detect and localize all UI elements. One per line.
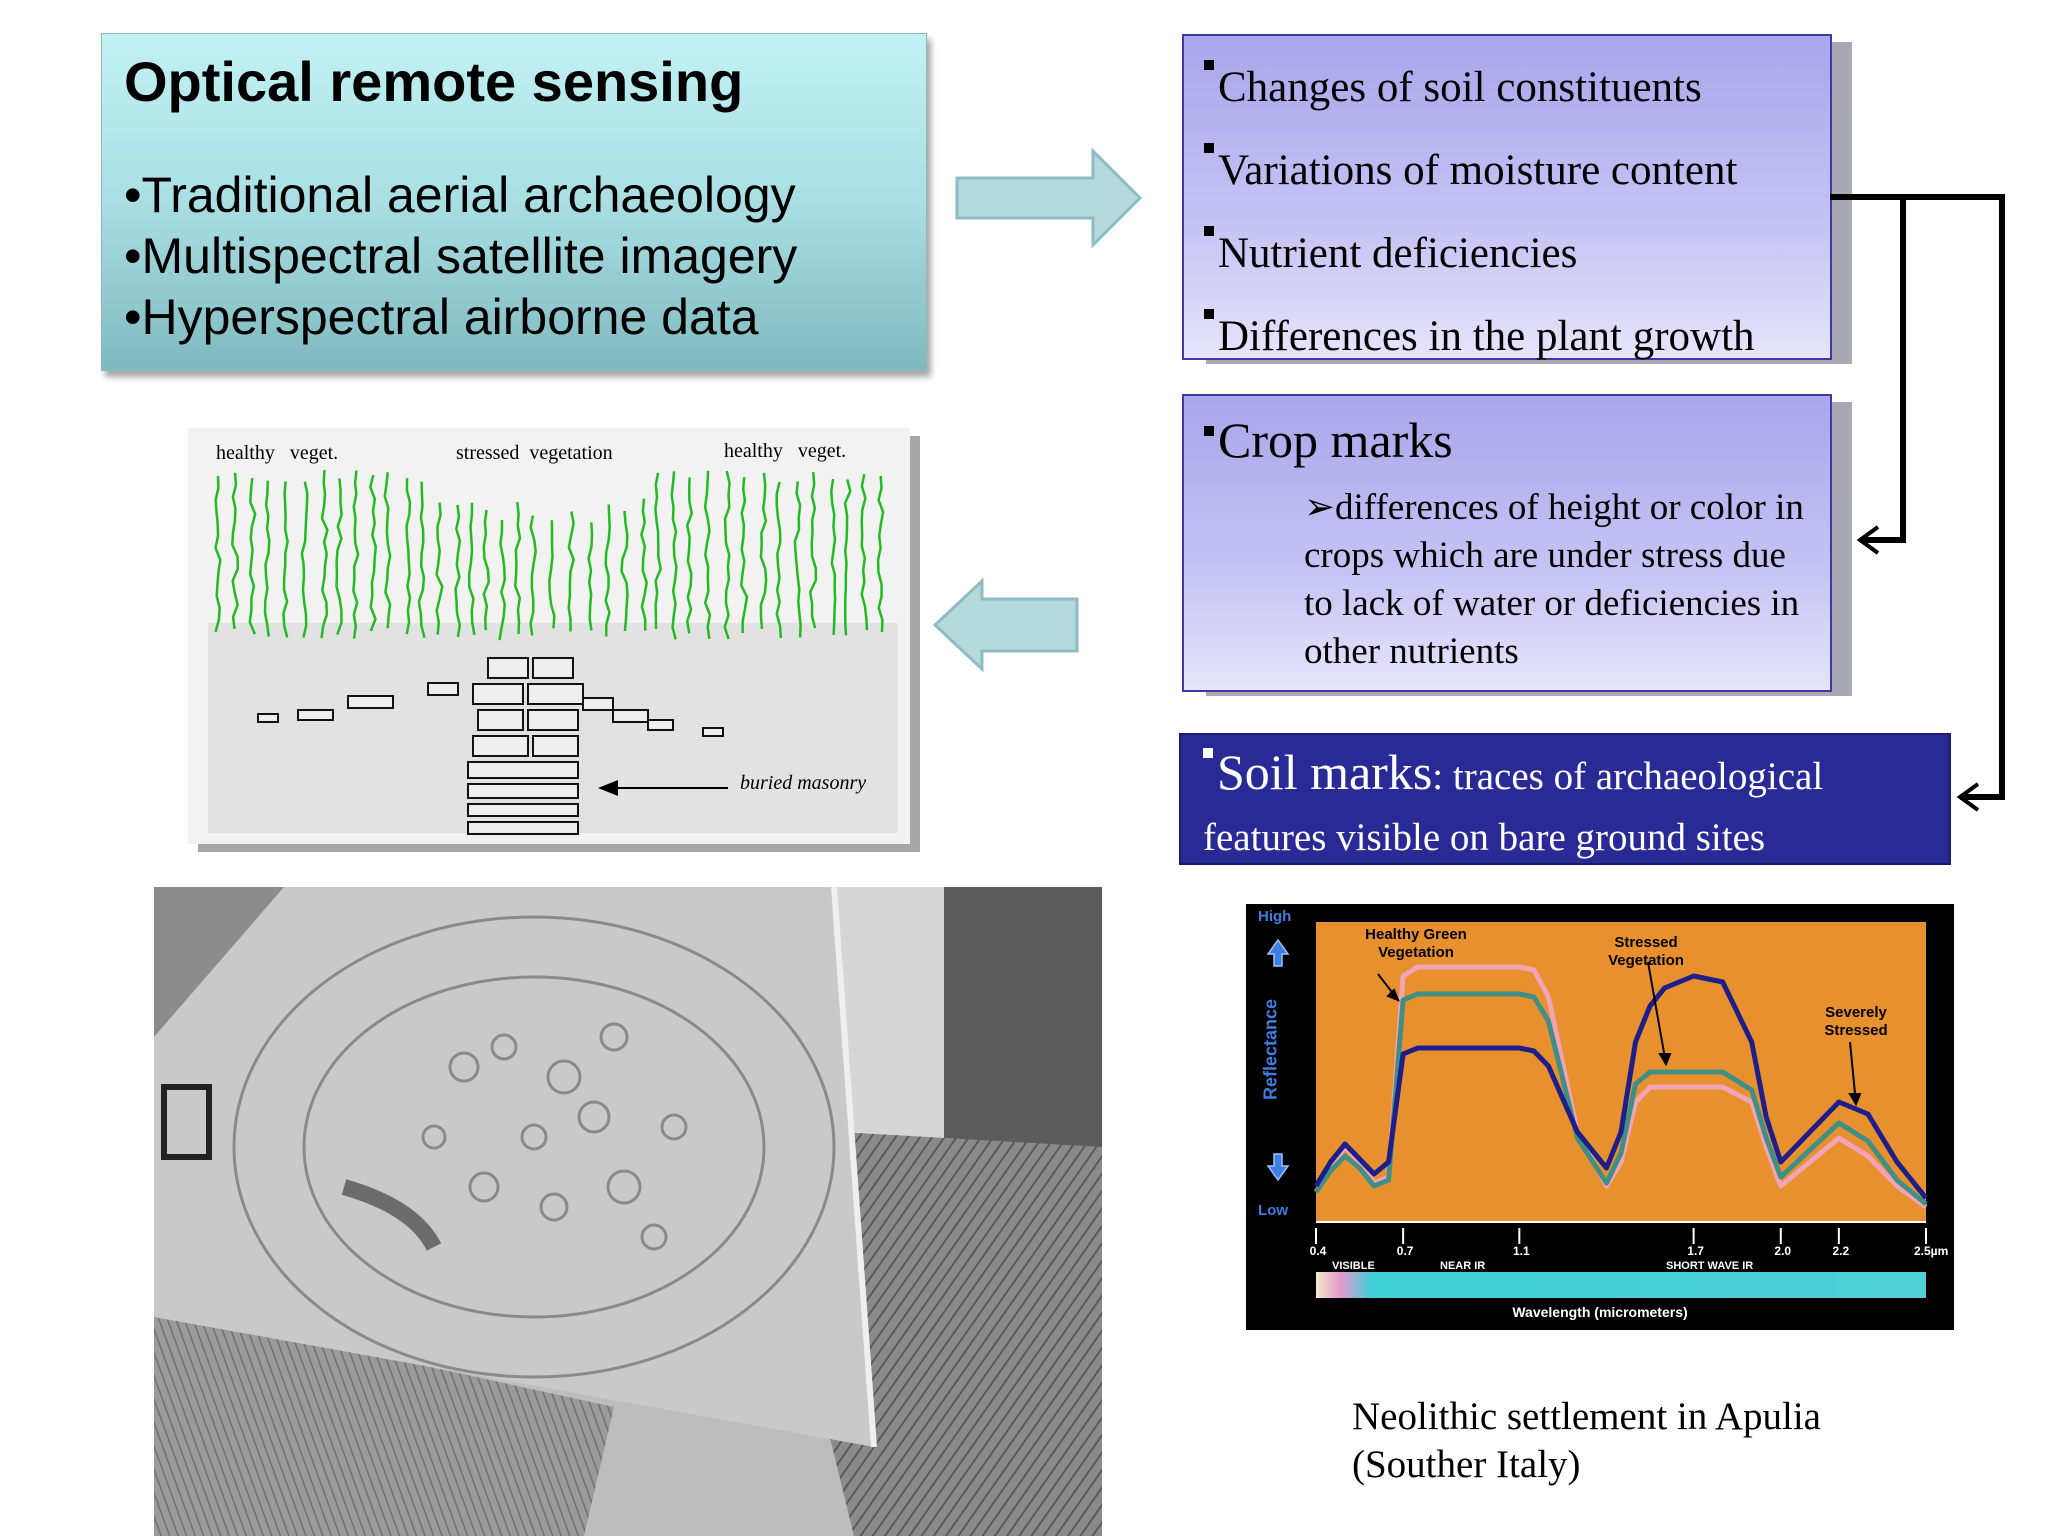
plant-stalk — [876, 475, 885, 633]
annotation-healthy: Healthy Green Vegetation — [1365, 926, 1467, 961]
label-healthy-left: healthy veget. — [216, 442, 339, 464]
label-buried-masonry: buried masonry — [740, 772, 867, 794]
plant-stalk — [263, 480, 271, 637]
chart-tick-label: 2.2 — [1832, 1244, 1850, 1258]
chart-tick-label: 1.1 — [1512, 1244, 1530, 1258]
arrow-down-icon — [1266, 1153, 1290, 1182]
series-stressed-line — [1313, 991, 1928, 1206]
region-near-ir: NEAR IR — [1440, 1260, 1486, 1272]
plant-stalk — [300, 481, 309, 638]
label-stressed: stressed vegetation — [456, 442, 613, 464]
arrow-bullet-icon: ➢ — [1304, 487, 1336, 528]
chart-tick-label: 0.7 — [1396, 1244, 1414, 1258]
soil-marks-title: Soil marks — [1217, 744, 1433, 800]
plant-stalk — [482, 509, 490, 631]
chart-ylabel: Reflectance — [1260, 998, 1281, 1101]
plant-stalk — [467, 502, 476, 636]
plant-stalk — [620, 510, 629, 632]
slide-title: Optical remote sensing — [124, 50, 744, 113]
chart-tick-label: 2.0 — [1774, 1244, 1792, 1258]
left-arrow-icon — [932, 578, 1079, 672]
plant-stalk — [830, 478, 837, 636]
plant-stalk — [775, 481, 783, 639]
plant-stalk — [454, 504, 462, 638]
chart-tick-label: 1.7 — [1687, 1244, 1704, 1258]
factor-item: Nutrient deficiencies — [1204, 212, 1810, 295]
method-item: •Hyperspectral airborne data — [124, 289, 759, 346]
plant-stalk — [640, 498, 648, 631]
plant-stalk — [703, 470, 712, 639]
plant-stalk — [529, 515, 537, 636]
plant-stalk — [587, 522, 594, 631]
label-healthy-right: healthy veget. — [724, 440, 847, 462]
plant-stalk — [685, 477, 694, 634]
plant-stalk — [670, 471, 678, 640]
plant-stalk — [231, 472, 240, 629]
plant-stalk — [352, 470, 360, 639]
plant-stalk — [214, 475, 222, 633]
plant-stalk — [248, 477, 257, 635]
factor-item: Changes of soil constituents — [1204, 46, 1810, 129]
photo-caption: Neolithic settlement in Apulia (Souther … — [1352, 1393, 1912, 1489]
annotation-severe: Severely Stressed — [1824, 1004, 1888, 1039]
factor-item: Differences in the plant growth — [1204, 295, 1810, 378]
aerial-photo — [154, 887, 1102, 1536]
crop-mark-diagram: healthy veget. stressed vegetation healt… — [188, 428, 910, 844]
plant-stalk — [654, 472, 663, 629]
plant-stalk — [759, 472, 768, 630]
plant-stalk — [513, 501, 522, 635]
soil-marks-text: features visible on bare ground sites — [1203, 816, 1766, 859]
plant-stalk — [435, 502, 444, 635]
region-visible: VISIBLE — [1332, 1260, 1375, 1272]
plant-stalk — [405, 478, 412, 635]
plant-stalk — [843, 479, 852, 636]
plant-stalk — [335, 478, 343, 635]
plant-stalk — [604, 504, 611, 637]
plant-stalk — [498, 519, 506, 641]
series-severe-line — [1313, 973, 1928, 1200]
plant-stalk — [320, 470, 329, 639]
plant-stalk — [548, 520, 556, 629]
chart-xlabel: Wavelength (micrometers) — [1512, 1304, 1688, 1320]
method-item: •Multispectral satellite imagery — [124, 228, 798, 285]
plant-stalk — [739, 476, 749, 634]
plant-stalk — [383, 472, 392, 629]
plant-stalk — [567, 511, 576, 632]
crop-marks-title: Crop marks — [1204, 410, 1810, 470]
reflectance-chart: High Low Reflectance Healthy Green Veget… — [1246, 904, 1954, 1330]
chart-tick-label: 2.5µm — [1914, 1244, 1949, 1258]
chart-y-low: Low — [1258, 1202, 1288, 1219]
arrow-up-icon — [1266, 938, 1290, 967]
plant-stalk — [793, 481, 802, 638]
caption-line: (Souther Italy) — [1352, 1443, 1581, 1486]
chart-plot-area — [1316, 922, 1926, 1222]
region-short-wave-ir: SHORT WAVE IR — [1666, 1260, 1754, 1272]
plant-stalk — [860, 473, 869, 631]
chart-y-high: High — [1258, 908, 1292, 925]
caption-line: Neolithic settlement in Apulia — [1352, 1395, 1821, 1438]
annotation-stressed: Stressed Vegetation — [1608, 934, 1684, 969]
method-item: •Traditional aerial archaeology — [124, 167, 796, 224]
plant-stalk — [417, 481, 426, 639]
right-arrow-icon — [955, 148, 1143, 248]
title-box: Optical remote sensing •Traditional aeri… — [101, 33, 927, 371]
soil-marks-text: : traces of archaeological — [1432, 755, 1824, 798]
factor-item: Variations of moisture content — [1204, 129, 1810, 212]
method-list: •Traditional aerial archaeology •Multisp… — [124, 165, 904, 348]
soil-marks-box: Soil marks: traces of archaeological fea… — [1179, 733, 1951, 865]
connector-lines — [1830, 194, 2005, 812]
plant-stalk — [723, 470, 731, 640]
plant-stalk — [368, 474, 378, 632]
chart-tick-label: 0.4 — [1309, 1244, 1327, 1258]
plant-stalk — [808, 471, 818, 629]
crop-marks-box: Crop marks ➢differences of height or col… — [1182, 394, 1832, 692]
plant-stalk — [282, 481, 289, 638]
crop-marks-description: ➢differences of height or color in crops… — [1304, 487, 1804, 672]
factors-box: Changes of soil constituents Variations … — [1182, 34, 1832, 360]
